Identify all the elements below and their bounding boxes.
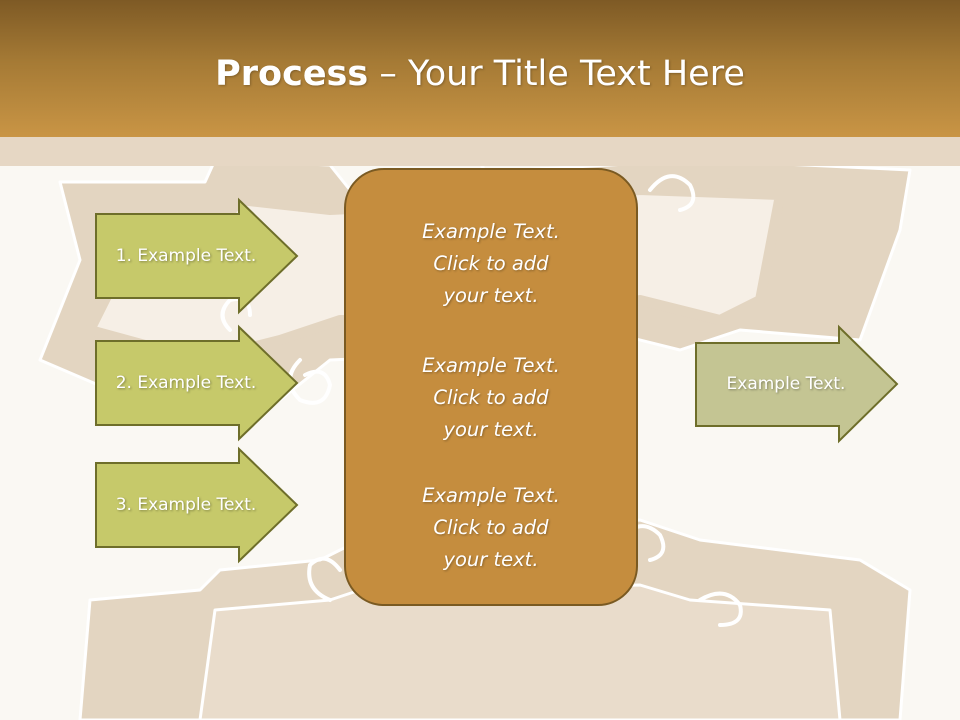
title-bar — [0, 0, 960, 137]
left-arrow-1[interactable] — [95, 197, 299, 315]
left-arrow-3-label: 3. Example Text. — [115, 495, 257, 515]
left-arrow-1-label: 1. Example Text. — [115, 246, 257, 266]
center-text-line: your text. — [443, 418, 539, 441]
center-text-line: Click to add — [433, 252, 549, 275]
center-text-line: Example Text. — [422, 354, 560, 377]
center-text-block-3: Example Text. Click to add your text. — [346, 480, 636, 576]
center-text-line: Example Text. — [422, 220, 560, 243]
title-bold-part: Process — [215, 54, 369, 94]
right-arrow-label: Example Text. — [726, 374, 846, 394]
center-text-line: Example Text. — [422, 484, 560, 507]
left-arrow-3[interactable] — [95, 446, 299, 564]
center-text-block-1: Example Text. Click to add your text. — [346, 216, 636, 312]
center-text-block-2: Example Text. Click to add your text. — [346, 350, 636, 446]
center-text-line: your text. — [443, 548, 539, 571]
center-text-line: Click to add — [433, 516, 549, 539]
left-arrow-2[interactable] — [95, 324, 299, 442]
title-bar-band — [0, 137, 960, 166]
right-arrow[interactable] — [695, 324, 899, 444]
left-arrow-2-label: 2. Example Text. — [115, 373, 257, 393]
center-text-line: Click to add — [433, 386, 549, 409]
title-rest-part: – Your Title Text Here — [368, 54, 745, 94]
center-text-line: your text. — [443, 284, 539, 307]
center-text-box[interactable]: Example Text. Click to add your text. Ex… — [344, 168, 638, 606]
page-title[interactable]: Process – Your Title Text Here — [0, 48, 960, 100]
